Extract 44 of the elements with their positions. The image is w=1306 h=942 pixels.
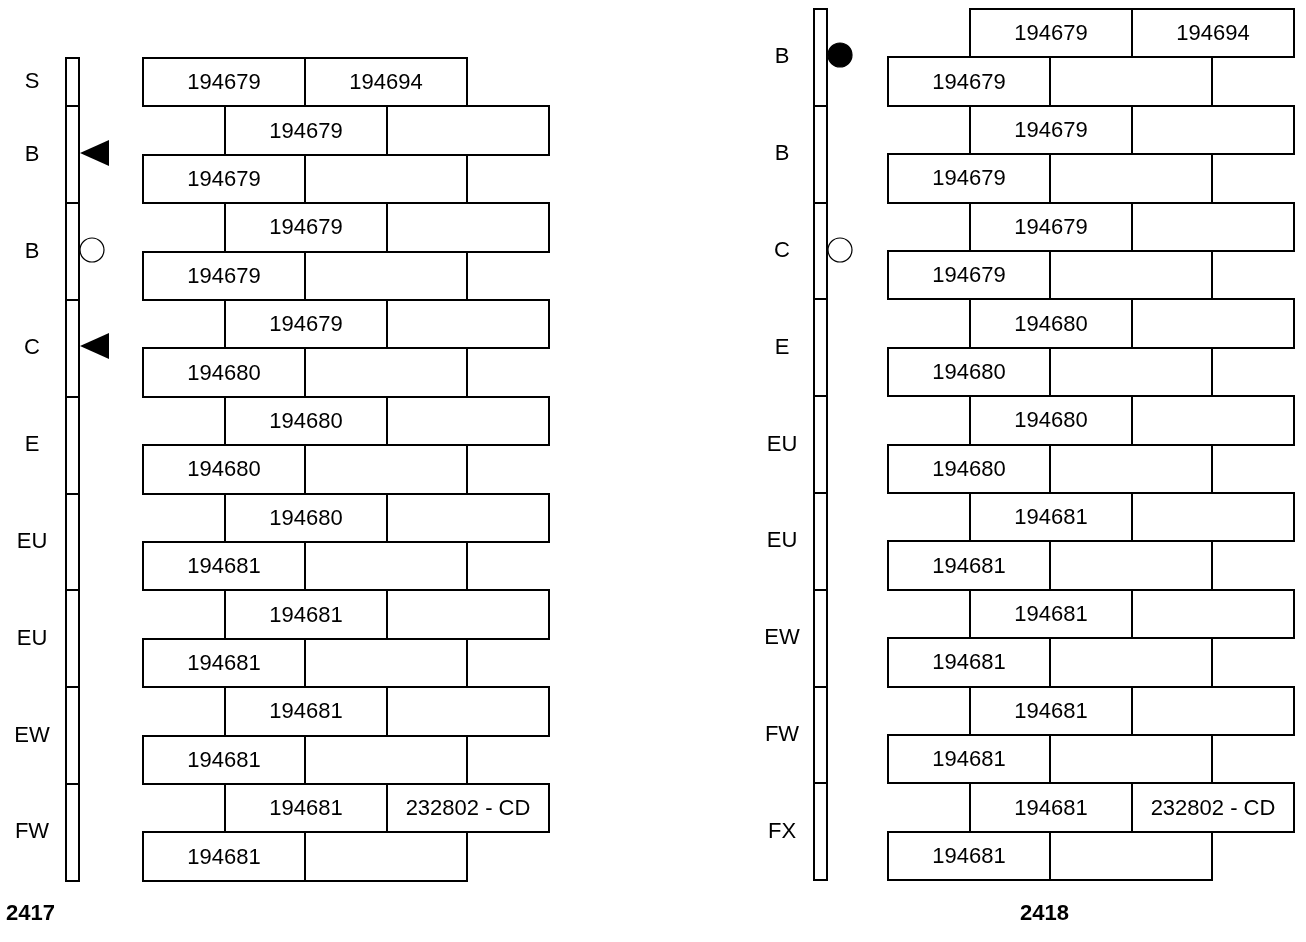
- segment-label: E: [24, 431, 40, 458]
- segment-label: EW: [764, 624, 800, 651]
- bar-segment: [65, 589, 80, 689]
- brick: 194694: [304, 57, 468, 108]
- segment-label: EW: [14, 721, 50, 748]
- brick: 194679: [969, 8, 1133, 59]
- bar-segment: [813, 201, 828, 301]
- segment-label: EU: [16, 624, 48, 651]
- segment-label: EU: [16, 528, 48, 554]
- segment-label: C: [24, 334, 40, 361]
- bar-segment: [813, 298, 828, 398]
- bar-segment: [813, 782, 828, 882]
- bar-segment: [813, 492, 828, 591]
- segment-label: EU: [766, 527, 798, 554]
- bar-segment: [65, 686, 80, 785]
- segment-label: B: [24, 237, 40, 264]
- bar-segment: [813, 685, 828, 785]
- segment-label: S: [24, 68, 40, 95]
- bar-segment: [65, 783, 80, 882]
- brick: 194679: [142, 57, 306, 108]
- segment-label: EU: [766, 430, 798, 457]
- bar-segment: [65, 492, 80, 592]
- segment-label: FX: [767, 817, 797, 844]
- bar-segment: [813, 104, 828, 204]
- bar-segment: [65, 105, 80, 205]
- bar-segment: [65, 57, 80, 108]
- bar-segment: [813, 8, 828, 107]
- segment-label: FW: [764, 721, 800, 747]
- segment-label: FW: [14, 818, 50, 845]
- bar-segment: [65, 395, 80, 495]
- bar-segment: [65, 299, 80, 398]
- diagram-number: 2417: [6, 900, 55, 926]
- brick: 194681: [142, 831, 306, 882]
- diagram-number: 2418: [1020, 900, 1069, 926]
- brick: 194694: [1131, 8, 1295, 59]
- brick: 194681: [887, 830, 1051, 882]
- segment-label: C: [774, 237, 790, 263]
- segment-label: E: [774, 333, 790, 360]
- segment-label: B: [774, 140, 790, 167]
- bar-segment: [65, 202, 80, 301]
- bar-segment: [813, 395, 828, 494]
- bar-segment: [813, 588, 828, 688]
- segment-label: B: [24, 140, 40, 167]
- segment-label: B: [774, 43, 790, 70]
